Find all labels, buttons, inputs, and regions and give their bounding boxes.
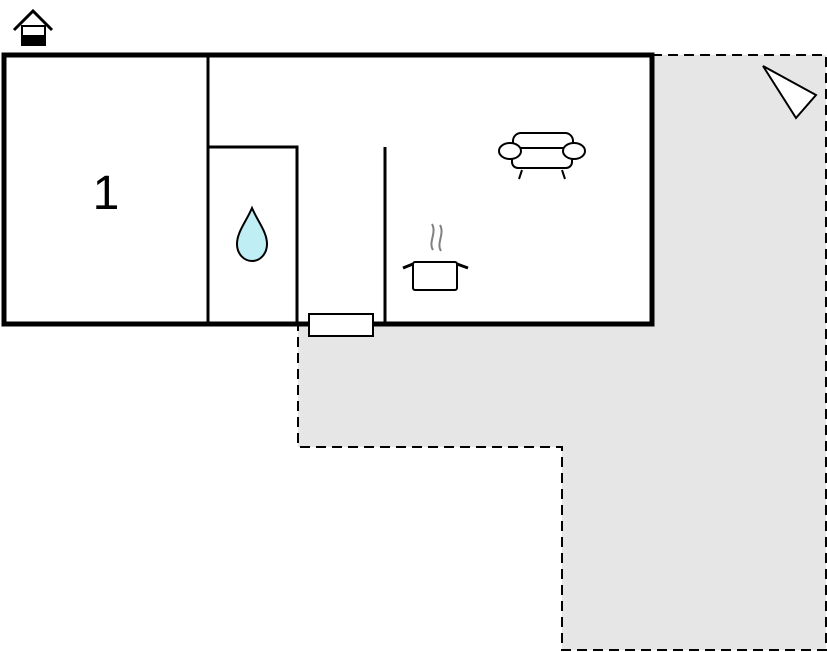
house-floor-icon: [12, 8, 54, 46]
sofa-icon: [498, 132, 586, 180]
room-number-label: 1: [93, 167, 120, 220]
water-drop-icon: [235, 205, 269, 263]
cooking-pot-icon: [402, 223, 469, 291]
wall-bathroom: [208, 145, 299, 323]
north-arrow-icon: [762, 65, 818, 120]
building-outline: [1, 52, 655, 327]
entrance-door: [308, 313, 374, 337]
